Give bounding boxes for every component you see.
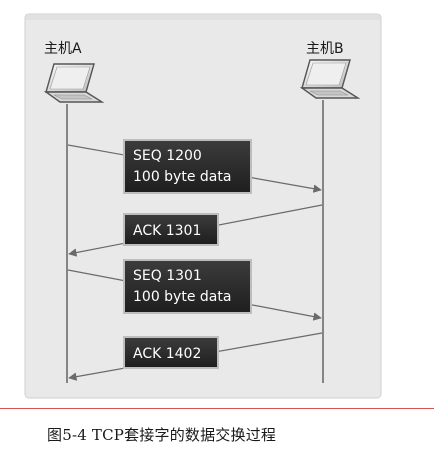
caption-divider (0, 408, 434, 409)
message-seq-1200: SEQ 1200 100 byte data (123, 139, 252, 194)
laptop-a-icon (43, 63, 105, 103)
figure-caption: 图5-4 TCP套接字的数据交换过程 (47, 426, 277, 444)
message-line: 100 byte data (133, 289, 231, 305)
laptop-b-icon (299, 59, 361, 99)
message-line: SEQ 1301 (133, 268, 202, 284)
message-seq-1301: SEQ 1301 100 byte data (123, 259, 252, 314)
message-line: SEQ 1200 (133, 148, 202, 164)
host-a-label: 主机A (44, 41, 82, 57)
message-ack-1301: ACK 1301 (123, 213, 219, 246)
tcp-exchange-diagram: 主机A 主机B SEQ 1200 100 byte data ACK 1301 … (24, 13, 382, 399)
host-b-label: 主机B (306, 41, 344, 57)
message-line: ACK 1402 (133, 346, 201, 362)
message-line: ACK 1301 (133, 223, 201, 239)
message-ack-1402: ACK 1402 (123, 336, 219, 369)
message-line: 100 byte data (133, 169, 231, 185)
